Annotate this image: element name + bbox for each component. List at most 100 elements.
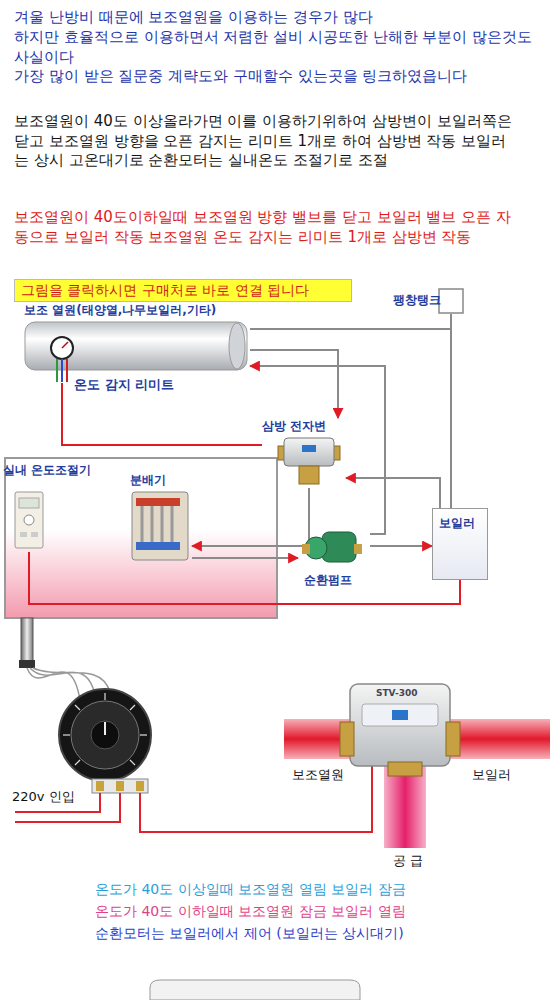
pipe-line [250,350,338,418]
pipe-boiler [446,719,550,759]
illustration-part [354,544,362,554]
illustration-part [161,506,164,542]
pipe-line [450,314,452,508]
illustration-part [229,323,245,369]
component-label: 팽창탱크 [393,292,441,309]
component-box: 삼방 전자변 [262,418,346,488]
terminal [136,781,144,791]
component-label: 삼방 전자변 [262,418,326,435]
illustration-part [56,359,58,382]
note-text: 하지만 효율적으로 이용하면서 저렴한 설비 시공또한 난해한 부분이 많은것도… [14,28,544,67]
valve-body [350,684,450,766]
illustration-part [51,337,73,359]
illustration-part [75,705,80,710]
illustration-part [284,438,334,466]
valve-fitting [340,722,354,756]
illustration-part [130,705,135,710]
note-text: 순환모터는 보일러에서 제어 (보일러는 상시대기) [95,924,404,942]
component-box: 분배기 [128,472,192,564]
note-text: 보조열원이 40도 이상올라가면 이를 이용하기위하여 삼방변이 보일러쪽은 닫… [14,112,514,171]
probe [21,618,33,664]
component-label: 분배기 [130,472,166,489]
component-label: 그림을 클릭하시면 구매처로 바로 연결 됩니다 [21,282,309,300]
cropped-device [150,980,360,1000]
pipe-supply [384,760,426,848]
note-text: 겨울 난방비 때문에 보조열원을 이용하는 경우가 많다 [14,8,544,28]
illustration-part [140,734,147,735]
signal-wire [29,552,460,604]
terminal [116,781,124,791]
pipe-aux [284,719,356,759]
illustration-part [302,544,310,554]
note-text: STV-300 [376,688,417,700]
wire [140,766,372,832]
illustration-part [299,466,319,484]
illustration-part [25,322,247,370]
note-text: 220v 인입 [12,789,75,806]
illustration-part [15,492,43,548]
pipe-line [192,488,309,546]
illustration-part [24,515,34,525]
note-text: 온도 감지 리미트 [74,377,174,394]
floor-zone [5,458,277,618]
note-text: 가장 많이 받은 질문중 계략도와 구매할수 있는곳을 링크하였읍니다 [14,67,550,87]
note-text: 온도가 40도 이상일때 보조열원 열림 보일러 잠금 [95,880,406,898]
illustration-part [31,532,38,537]
illustration-part [63,734,70,735]
dial-ticks [63,693,147,765]
signal-wire [62,383,262,445]
illustration-part [130,760,135,765]
probe-cap [19,660,35,668]
component-box: 보조 열원(태양열,나무보일러,기타) [22,302,250,375]
illustration-part [104,693,105,700]
component-box: 그림을 클릭하시면 구매처로 바로 연결 됩니다 [14,279,352,302]
valve-fitting [446,722,460,756]
pipe-line [250,314,451,329]
component-label: 순환펌프 [304,572,352,589]
dial-face [71,701,139,769]
illustration-part [75,760,80,765]
illustration-part [141,506,144,542]
illustration-part [66,359,68,382]
component-box: 팽창탱크 [393,288,465,314]
component-box: 실내 온도조절기 [3,462,97,552]
illustration-part [136,498,180,506]
illustration-part [61,359,63,382]
component-label: 실내 온도조절기 [3,462,91,479]
pipe-line [346,478,440,508]
note-text: 보조열원 [292,767,344,784]
illustration-part [302,445,316,452]
illustration-part [132,492,188,560]
illustration-part [19,498,39,508]
dial-knob [91,721,119,749]
pipe-line [370,545,432,547]
component-label: 보조 열원(태양열,나무보일러,기타) [24,302,216,319]
note-text: 보일러 [472,767,511,784]
terminal [96,781,104,791]
thermostat-illustration [19,618,151,793]
dial-pointer [104,722,106,735]
illustration-part [62,342,68,348]
dial-rim [59,689,151,781]
illustration-part [171,506,174,542]
component-box: 보일러 [432,508,488,580]
illustration-part [151,506,154,542]
valve-fitting [388,762,422,776]
component-box: 순환펌프 [298,528,370,590]
illustration-part [439,289,463,313]
note-text: 공 급 [393,853,423,870]
illustration-part [20,532,27,537]
valve-illustration [284,684,550,848]
note-text: 온도가 40도 이하일때 보조열원 잠금 보일러 열림 [95,902,406,920]
pipe-line [250,366,385,534]
illustration-part [136,542,180,550]
valve-plate [362,704,438,726]
terminal-block [92,779,148,793]
note-text: 보조열원이 40도이하일때 보조열원 방향 밸브를 닫고 보일러 밸브 오픈 자… [14,208,514,247]
component-label: 보일러 [439,515,475,532]
pipe-line [192,557,298,559]
valve-badge [392,710,408,720]
